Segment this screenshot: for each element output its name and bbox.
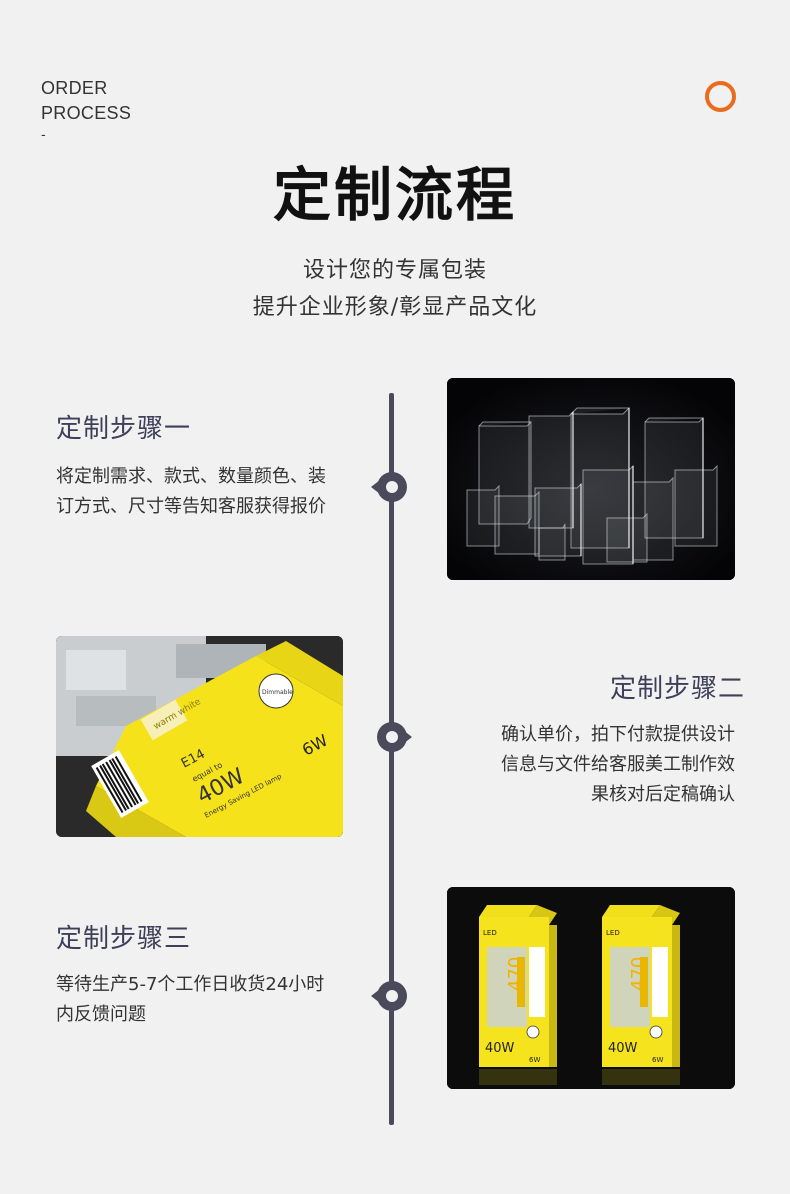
timeline-pointer-left-icon (371, 480, 380, 494)
step2-product-image: warm white Dimmable E14 equal to 40W Ene… (56, 636, 343, 837)
six-w-label: 6W (652, 1056, 663, 1064)
timeline-pointer-right-icon (403, 730, 412, 744)
watt-label: 40W (485, 1041, 515, 1056)
step3-product-image: LED 40W 6W 470 LED 40W 6W 470 (447, 887, 735, 1089)
step3-text: 等待生产5-7个工作日收货24小时内反馈问题 (56, 974, 325, 1025)
timeline-node-1 (377, 472, 407, 502)
english-heading-dash: - (41, 126, 46, 142)
led-label: LED (606, 929, 620, 937)
clear-boxes-illustration (447, 378, 735, 580)
step1-product-image (447, 378, 735, 580)
timeline-node-3 (377, 981, 407, 1011)
english-heading-line2: PROCESS (41, 103, 132, 123)
step2-text-line2: 信息与文件给客服美工制作效 (501, 754, 735, 775)
step2-text-line1: 确认单价，拍下付款提供设计 (501, 724, 735, 745)
timeline-node-2 (377, 722, 407, 752)
subtitle-line2: 提升企业形象/彰显产品文化 (252, 295, 538, 320)
subtitle-line1: 设计您的专属包装 (302, 258, 487, 283)
timeline-pointer-left-icon (371, 989, 380, 1003)
step1-text: 将定制需求、款式、数量颜色、装订方式、尺寸等告知客服获得报价 (56, 466, 326, 517)
step3-title: 定制步骤三 (56, 924, 192, 954)
watt-label: 40W (608, 1041, 638, 1056)
step2-title: 定制步骤二 (609, 674, 745, 704)
timeline-line (389, 393, 394, 1125)
orange-ring-icon (705, 81, 736, 112)
step2-text: 确认单价，拍下付款提供设计 信息与文件给客服美工制作效 果核对后定稿确认 (440, 720, 735, 810)
english-heading-line1: ORDER (41, 78, 108, 98)
six-w-label: 6W (529, 1056, 540, 1064)
dimmable-label: Dimmable (262, 689, 293, 696)
english-heading: ORDER PROCESS - (41, 76, 131, 142)
led-boxes-illustration: LED 40W 6W 470 LED 40W 6W 470 (447, 887, 735, 1089)
lumens-label: 470 (505, 957, 526, 991)
step2-text-line3: 果核对后定稿确认 (591, 784, 735, 805)
yellow-lamp-box-illustration: warm white Dimmable E14 equal to 40W Ene… (56, 636, 343, 837)
lumens-label: 470 (628, 957, 649, 991)
step1-title: 定制步骤一 (56, 414, 192, 444)
led-label: LED (483, 929, 497, 937)
page-title: 定制流程 (272, 161, 517, 229)
